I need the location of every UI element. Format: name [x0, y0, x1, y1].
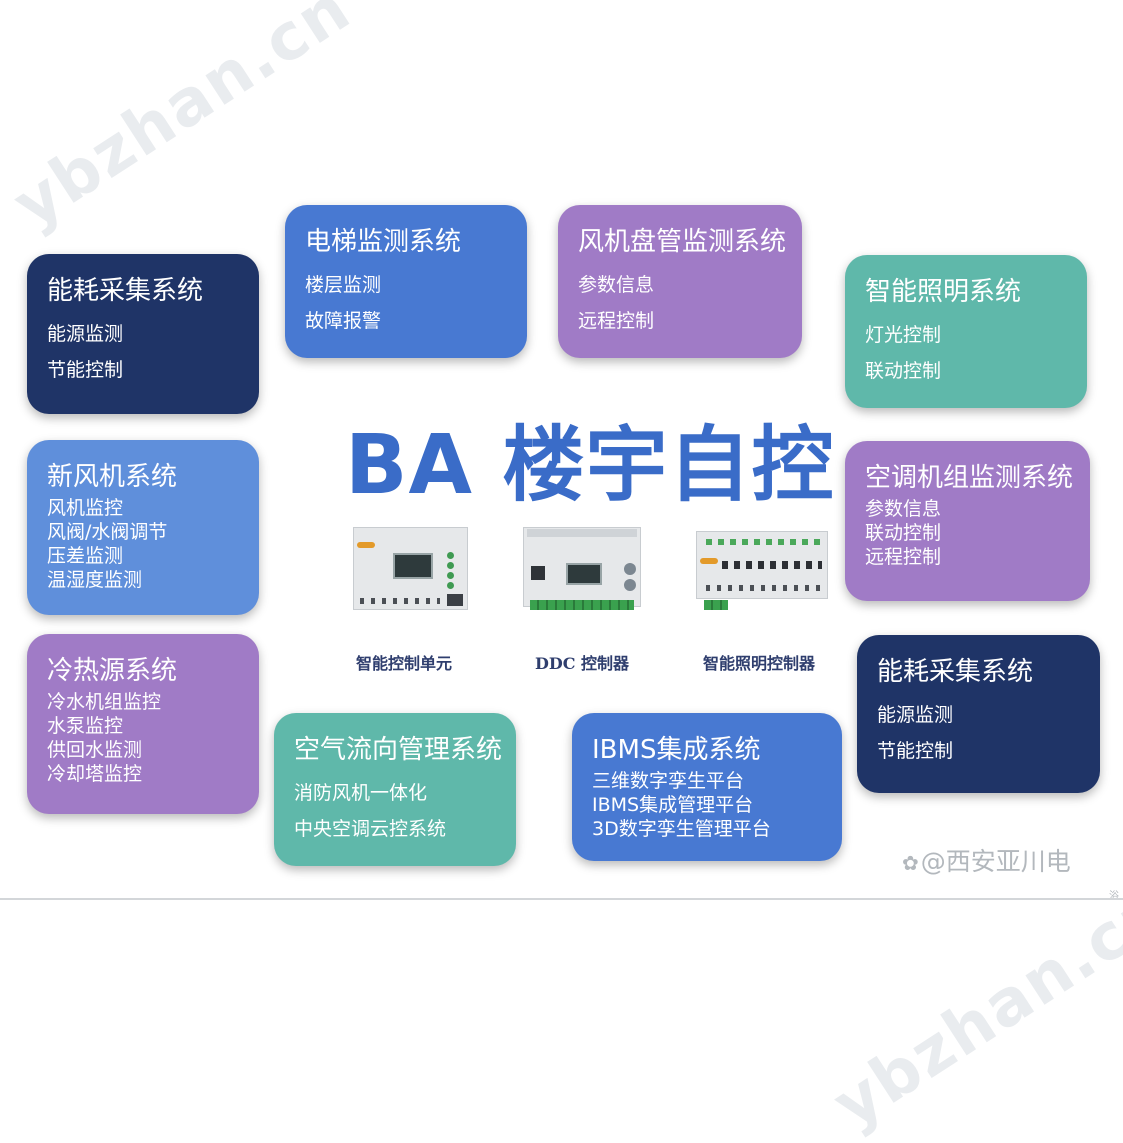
card-item: 故障报警	[305, 310, 382, 332]
paw-icon: ✿	[902, 851, 919, 875]
card-title: 空调机组监测系统	[865, 463, 1074, 493]
card-title: IBMS集成系统	[592, 735, 761, 765]
card-title: 空气流向管理系统	[294, 735, 503, 765]
card-item: 消防风机一体化	[294, 782, 428, 804]
button-icon	[624, 563, 636, 575]
card-item: 压差监测	[47, 545, 124, 567]
card-ibms-integration: IBMS集成系统 三维数字孪生平台 IBMS集成管理平台 3D数字孪生管理平台	[572, 713, 842, 861]
card-item: 能源监测	[877, 704, 954, 726]
card-item: 供回水监测	[47, 739, 143, 761]
card-item: 冷却塔监控	[47, 763, 143, 785]
card-item: 三维数字孪生平台	[592, 770, 745, 792]
card-ahu-monitoring: 空调机组监测系统 参数信息 联动控制 远程控制	[845, 441, 1090, 601]
corner-mark: 浴	[1109, 891, 1119, 902]
card-smart-lighting: 智能照明系统 灯光控制 联动控制	[845, 255, 1087, 408]
card-item: 参数信息	[865, 498, 942, 520]
brand-logo-icon	[700, 558, 718, 564]
button-icon	[624, 579, 636, 591]
card-item: 节能控制	[47, 359, 124, 381]
card-item: 风机监控	[47, 497, 124, 519]
card-item: 风阀/水阀调节	[47, 521, 168, 543]
lcd-screen	[566, 563, 602, 585]
card-item: 远程控制	[578, 310, 655, 332]
card-title: 冷热源系统	[47, 656, 178, 686]
card-item: 节能控制	[877, 740, 954, 762]
card-item: IBMS集成管理平台	[592, 794, 754, 816]
card-item: 中央空调云控系统	[294, 818, 447, 840]
card-fresh-air: 新风机系统 风机监控 风阀/水阀调节 压差监测 温湿度监测	[27, 440, 259, 615]
card-energy-collection-right: 能耗采集系统 能源监测 节能控制	[857, 635, 1100, 793]
card-title: 能耗采集系统	[47, 276, 204, 306]
card-item: 灯光控制	[865, 324, 942, 346]
ethernet-port-icon	[531, 566, 545, 580]
credit-text: @西安亚川电	[920, 847, 1071, 876]
divider	[0, 898, 1123, 900]
connector-icon	[447, 594, 463, 606]
device-label: DDC 控制器	[535, 654, 630, 673]
card-item: 温湿度监测	[47, 569, 143, 591]
card-fan-coil-monitoring: 风机盘管监测系统 参数信息 远程控制	[558, 205, 802, 358]
card-item: 3D数字孪生管理平台	[592, 818, 771, 840]
brand-logo-icon	[357, 542, 375, 548]
device-label: 智能控制单元	[356, 654, 453, 673]
card-item: 能源监测	[47, 323, 124, 345]
card-airflow-management: 空气流向管理系统 消防风机一体化 中央空调云控系统	[274, 713, 516, 866]
card-elevator-monitoring: 电梯监测系统 楼层监测 故障报警	[285, 205, 527, 358]
card-item: 联动控制	[865, 360, 942, 382]
terminal-row	[530, 600, 634, 610]
card-item: 水泵监控	[47, 715, 124, 737]
switch-row	[722, 561, 822, 569]
card-title: 风机盘管监测系统	[578, 227, 787, 257]
button-icon	[447, 562, 454, 569]
card-title: 智能照明系统	[865, 277, 1022, 307]
terminal-row	[706, 585, 820, 591]
card-item: 联动控制	[865, 522, 942, 544]
card-item: 参数信息	[578, 274, 655, 296]
terminal-block	[704, 600, 728, 610]
page-title: BA 楼宇自控	[345, 418, 835, 513]
source-credit: ✿@西安亚川电	[902, 842, 1071, 878]
card-title: 能耗采集系统	[877, 657, 1034, 687]
card-energy-collection-left: 能耗采集系统 能源监测 节能控制	[27, 254, 259, 414]
card-hot-cold-source: 冷热源系统 冷水机组监控 水泵监控 供回水监测 冷却塔监控	[27, 634, 259, 814]
card-item: 楼层监测	[305, 274, 382, 296]
terminal-row	[360, 598, 440, 604]
button-icon	[447, 572, 454, 579]
top-rail	[527, 529, 637, 537]
card-item: 远程控制	[865, 546, 942, 568]
watermark-bottom: ybzhan.cn	[820, 871, 1123, 1143]
card-title: 新风机系统	[47, 462, 178, 492]
card-title: 电梯监测系统	[305, 227, 462, 257]
card-item: 冷水机组监控	[47, 691, 162, 713]
led-row	[706, 539, 820, 545]
device-label: 智能照明控制器	[703, 654, 816, 673]
button-icon	[447, 582, 454, 589]
button-icon	[447, 552, 454, 559]
lcd-screen	[393, 553, 433, 579]
